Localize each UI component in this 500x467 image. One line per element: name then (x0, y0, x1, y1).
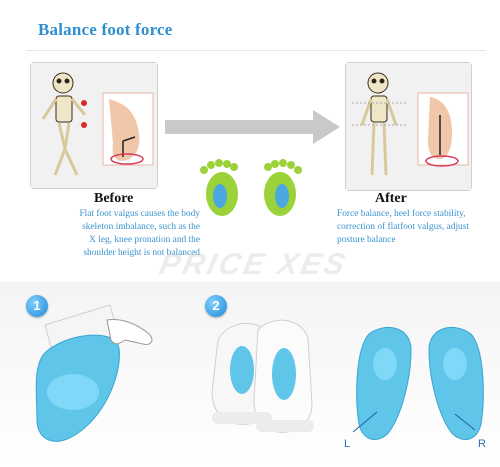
before-skeleton-image (31, 63, 157, 188)
insole-pair-image (352, 326, 484, 440)
insole-right-label: R (478, 438, 486, 450)
before-description: Flat foot valgus causes the body skeleto… (10, 208, 200, 260)
after-description-line: posture balance (337, 235, 396, 245)
after-label: After (375, 191, 407, 206)
footprint-right-icon (264, 159, 302, 216)
arrow-right-icon (165, 110, 340, 144)
before-description-line: shoulder height is not balanced (83, 248, 200, 258)
step-1-badge: 1 (26, 295, 48, 317)
after-card (345, 62, 472, 191)
step-2-badge: 2 (205, 295, 227, 317)
insole-left-label: L (344, 438, 351, 450)
watermark: PRICE XES (156, 248, 351, 281)
before-description-line: Flat foot valgus causes the body (79, 209, 200, 219)
step-2-sneakers-image (211, 319, 314, 433)
after-description-line: Force balance, heel force stability, (337, 209, 466, 219)
title-divider (26, 50, 486, 51)
footprint-left-icon (200, 159, 238, 216)
step-1-insole-image (35, 304, 153, 442)
after-description-line: correction of flatfoot valgus, adjust (337, 222, 469, 232)
after-description: Force balance, heel force stability, cor… (337, 208, 497, 247)
before-card (30, 62, 158, 189)
after-skeleton-image (346, 63, 471, 190)
page-title: Balance foot force (38, 20, 173, 39)
before-description-line: X leg, knee pronation and the (89, 235, 200, 245)
before-label: Before (94, 191, 134, 206)
before-description-line: skeleton imbalance, such as the (82, 222, 200, 232)
